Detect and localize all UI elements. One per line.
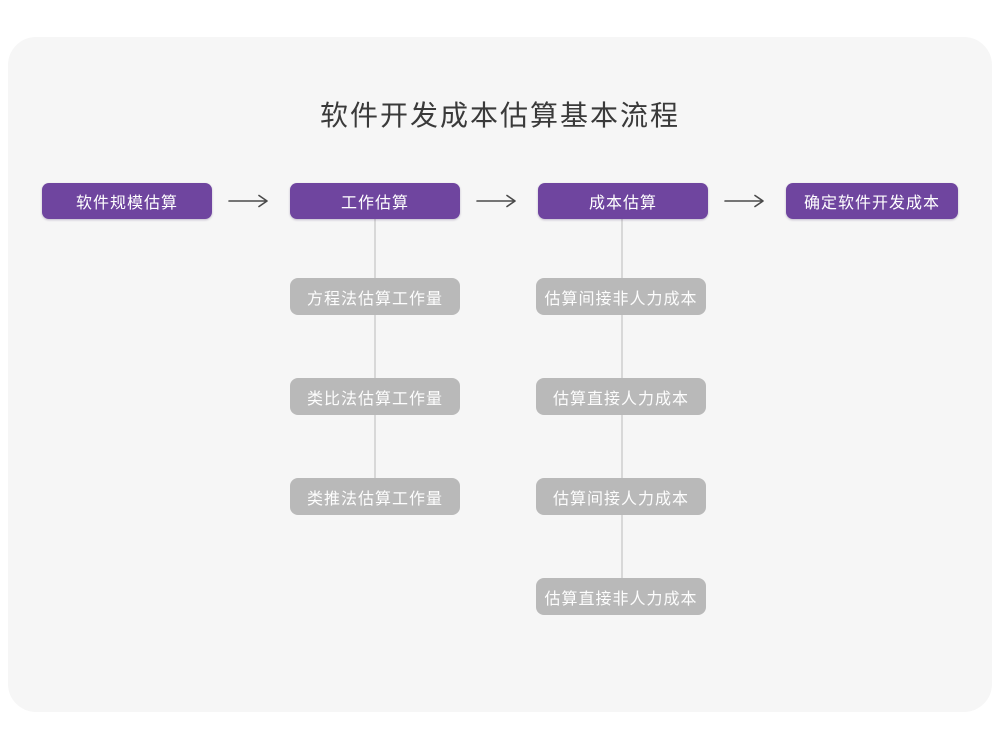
stage-node-final-cost: 确定软件开发成本 (786, 183, 958, 219)
sub-node-label: 方程法估算工作量 (306, 290, 443, 308)
connector-line-work (374, 219, 376, 497)
sub-node-label: 类比法估算工作量 (306, 390, 443, 408)
stage-node-software-scale: 软件规模估算 (42, 183, 212, 219)
stage-node-cost-estimation: 成本估算 (538, 183, 708, 219)
stage-label: 软件规模估算 (75, 195, 178, 212)
sub-node-indirect-labor-cost: 估算间接人力成本 (536, 478, 706, 515)
sub-node-label: 类推法估算工作量 (306, 490, 443, 508)
sub-node-extrapolation-method: 类推法估算工作量 (290, 478, 460, 515)
diagram-card (8, 37, 992, 712)
stage-label: 工作估算 (340, 195, 409, 212)
stage-label: 成本估算 (588, 195, 657, 212)
sub-node-label: 估算直接人力成本 (552, 390, 689, 408)
sub-node-label: 估算间接人力成本 (552, 490, 689, 508)
right-arrow-icon (228, 194, 268, 208)
sub-node-label: 估算直接非人力成本 (544, 590, 698, 608)
right-arrow-icon (476, 194, 516, 208)
sub-node-label: 估算间接非人力成本 (544, 290, 698, 308)
sub-node-equation-method: 方程法估算工作量 (290, 278, 460, 315)
diagram-title: 软件开发成本估算基本流程 (319, 100, 680, 131)
right-arrow-icon (724, 194, 764, 208)
stage-node-work-estimation: 工作估算 (290, 183, 460, 219)
stage-label: 确定软件开发成本 (803, 195, 940, 212)
sub-node-direct-labor-cost: 估算直接人力成本 (536, 378, 706, 415)
sub-node-direct-nonlabor-cost: 估算直接非人力成本 (536, 578, 706, 615)
sub-node-analogy-method: 类比法估算工作量 (290, 378, 460, 415)
sub-node-indirect-nonlabor-cost: 估算间接非人力成本 (536, 278, 706, 315)
